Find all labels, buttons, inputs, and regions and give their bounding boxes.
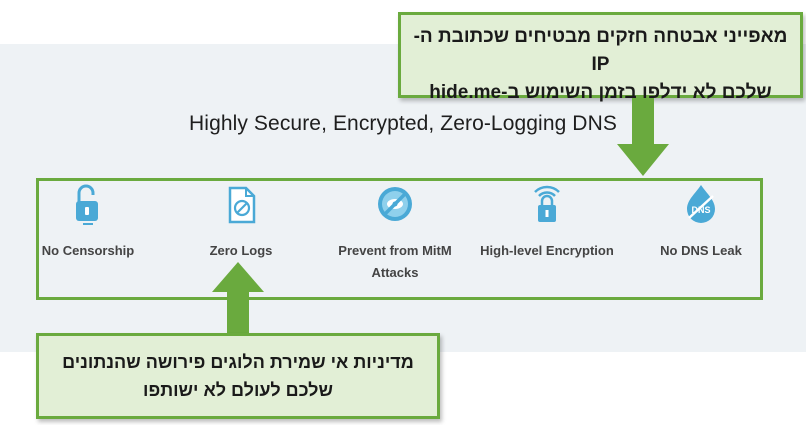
- feature-prevent-mitm: Prevent from MitM Attacks: [320, 182, 470, 284]
- feature-label: No DNS Leak: [660, 243, 742, 258]
- callout-line: מדיניות אי שמירת הלוגים פירושה שהנתונים: [62, 352, 414, 372]
- callout-line: שלכם לעולם לא ישותפו: [143, 380, 333, 400]
- feature-label: Prevent from MitM Attacks: [338, 243, 452, 280]
- features-highlight-box: [36, 178, 763, 300]
- section-heading: Highly Secure, Encrypted, Zero-Logging D…: [189, 112, 617, 135]
- up-arrow-icon: [212, 262, 264, 334]
- svg-text:DNS: DNS: [691, 205, 710, 215]
- feature-high-level-encryption: High-level Encryption: [472, 182, 622, 262]
- down-arrow-icon: [617, 98, 669, 176]
- callout-line: מאפייני אבטחה חזקים מבטיחים שכתובת ה-IP: [413, 26, 788, 75]
- callout-line: שלכם לא ידלפו בזמן השימוש ב-hide.me: [429, 82, 772, 103]
- feature-label: High-level Encryption: [480, 243, 614, 258]
- unlocked-padlock-icon: [76, 184, 98, 225]
- feature-no-censorship: No Censorship: [13, 182, 163, 262]
- feature-label: No Censorship: [41, 243, 135, 258]
- callout-top-annotation: מאפייני אבטחה חזקים מבטיחים שכתובת ה-IP …: [398, 12, 803, 103]
- document-no-logs-icon: [228, 186, 256, 224]
- blocked-eye-icon: [378, 187, 412, 221]
- callout-bottom-annotation: מדיניות אי שמירת הלוגים פירושה שהנתונים …: [36, 333, 440, 419]
- feature-zero-logs: Zero Logs: [166, 182, 316, 262]
- feature-label: Zero Logs: [209, 243, 273, 258]
- wifi-lock-icon: [534, 185, 560, 222]
- dns-drop-icon: DNS: [687, 185, 715, 223]
- feature-no-dns-leak: DNS No DNS Leak: [626, 182, 776, 262]
